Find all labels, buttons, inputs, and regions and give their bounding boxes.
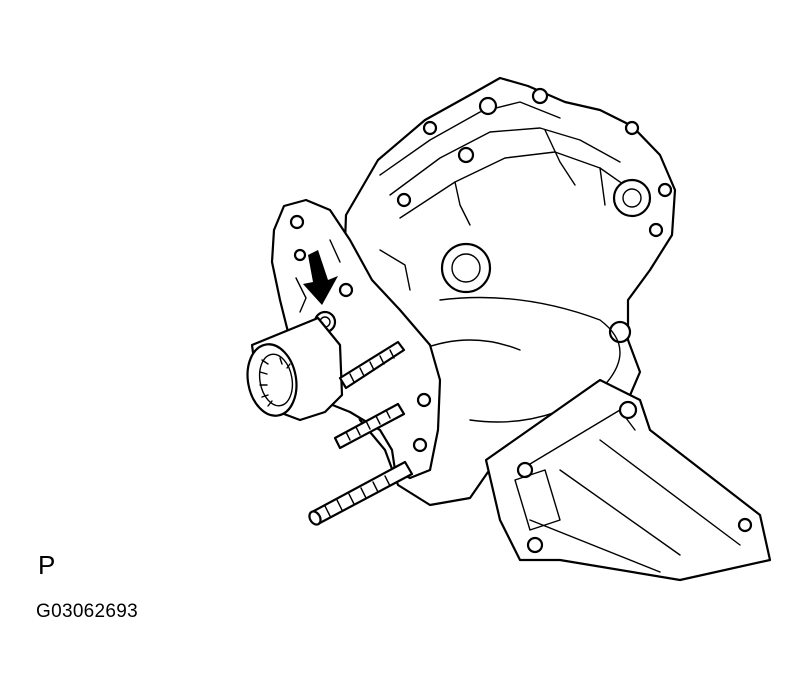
view-label: P bbox=[38, 550, 56, 580]
housing-body bbox=[342, 76, 677, 507]
callout-arrow bbox=[303, 250, 338, 305]
output-sleeve bbox=[246, 316, 344, 422]
studs bbox=[308, 340, 414, 526]
extension-housing bbox=[484, 378, 772, 582]
figure-code: G03062693 bbox=[36, 601, 139, 622]
